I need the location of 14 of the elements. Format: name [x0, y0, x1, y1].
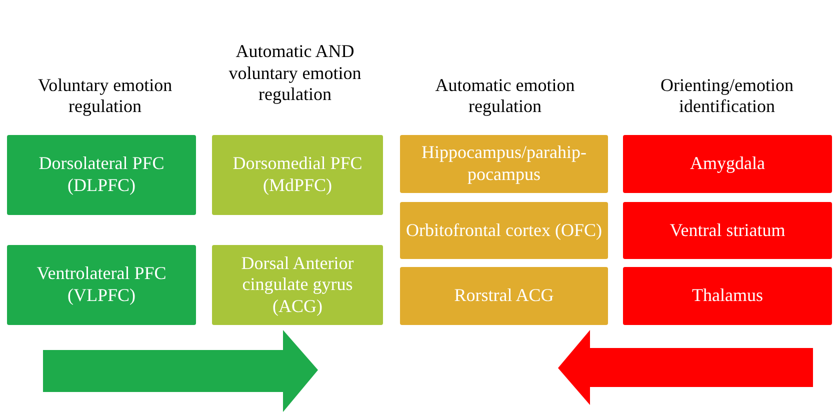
region-box: Ventrolateral PFC (VLPFC)	[7, 245, 196, 325]
region-box: Dorsolateral PFC (DLPFC)	[7, 135, 196, 215]
column-heading: Orienting/emotion identification	[660, 74, 794, 118]
region-box: Amygdala	[623, 135, 832, 193]
column-heading: Automatic AND voluntary emotion regulation	[228, 40, 362, 106]
region-box: Dorsomedial PFC (MdPFC)	[212, 135, 383, 215]
region-box: Thalamus	[623, 267, 832, 325]
region-box: Dorsal Anterior cingulate gyrus (ACG)	[212, 245, 383, 325]
region-box: Ventral striatum	[623, 202, 832, 259]
column-heading: Voluntary emotion regulation	[36, 74, 174, 118]
column-heading: Automatic emotion regulation	[434, 74, 576, 118]
region-box: Hippocampus/parahip- pocampus	[400, 135, 608, 193]
region-box: Orbitofrontal cortex (OFC)	[400, 202, 608, 259]
region-box: Rorstral ACG	[400, 267, 608, 325]
